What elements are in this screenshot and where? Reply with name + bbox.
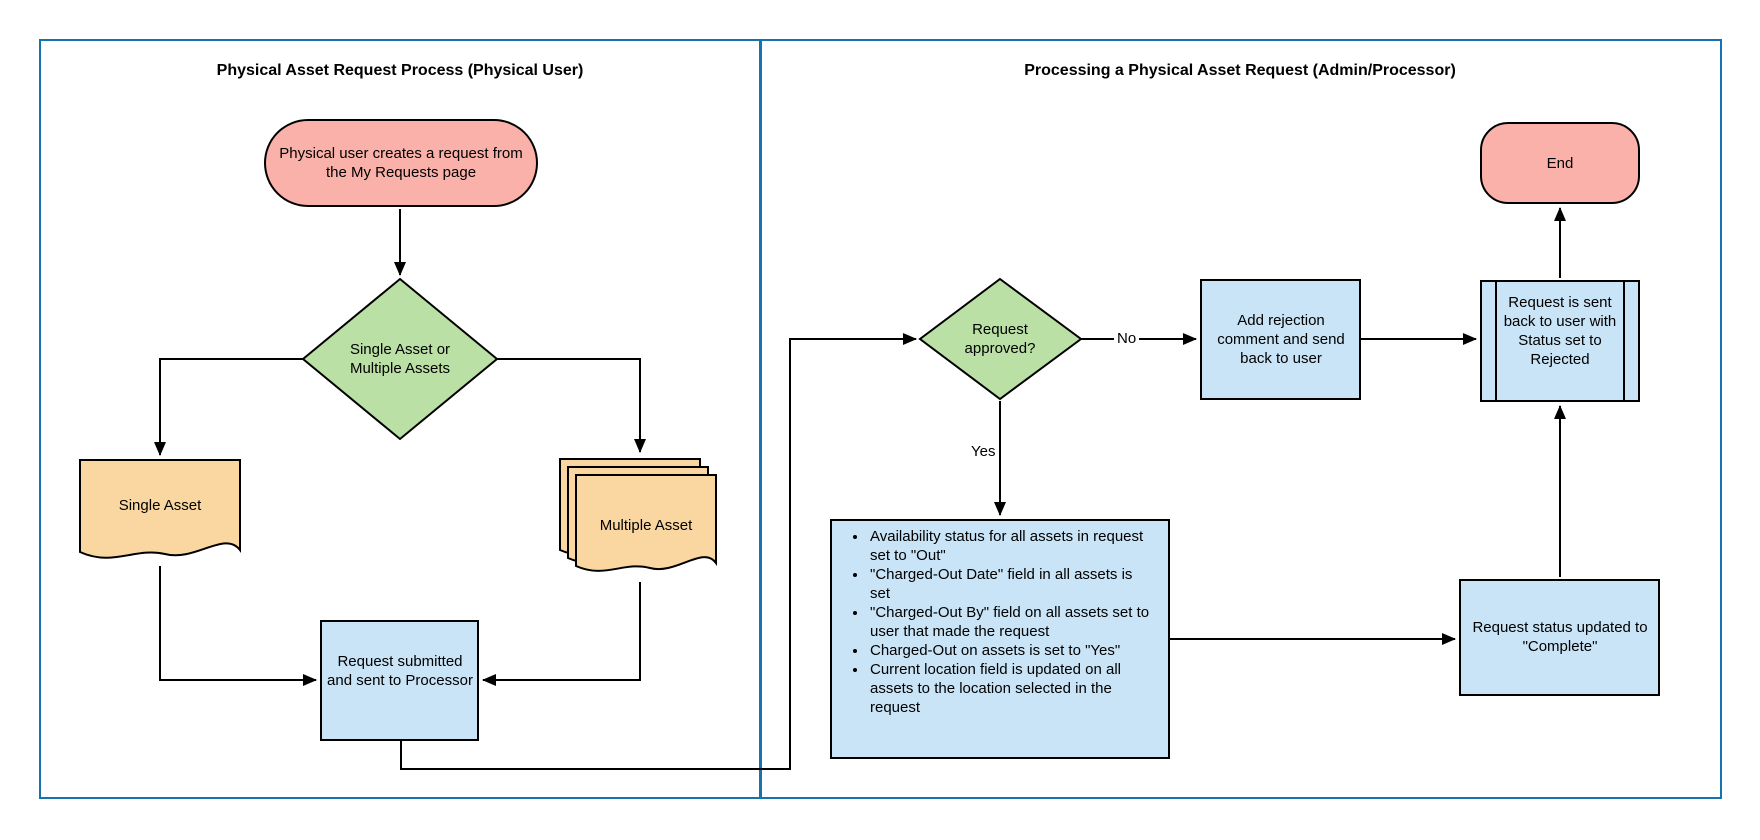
decision-single-or-multiple-shape	[301, 277, 499, 441]
connector-multiple-to-submitted	[482, 582, 641, 686]
end-terminator	[1480, 122, 1640, 204]
connector-single-to-submitted	[159, 566, 317, 686]
predefined-process-sent-back	[1480, 280, 1640, 402]
swimlane-divider	[759, 39, 762, 799]
approved-action-item: Current location field is updated on all…	[868, 660, 1156, 717]
lane-title-admin-processor: Processing a Physical Asset Request (Adm…	[1024, 62, 1456, 79]
predefined-right-bar	[1623, 282, 1625, 400]
connector-decision-to-single	[154, 358, 303, 456]
connector-submitted-to-approved	[400, 333, 917, 770]
process-add-rejection	[1200, 279, 1361, 400]
add-rejection-label: Add rejection comment and send back to u…	[1217, 312, 1345, 367]
lane-title-physical-user: Physical Asset Request Process (Physical…	[216, 62, 584, 79]
document-single-asset-shape	[79, 459, 241, 559]
single-asset-label: Single Asset	[118, 497, 202, 514]
multiple-asset-label: Multiple Asset	[599, 517, 693, 534]
approved-action-item: "Charged-Out Date" field in all assets i…	[868, 565, 1156, 603]
decision-request-approved-shape	[918, 277, 1083, 401]
start-terminator	[264, 119, 538, 207]
start-label: Physical user creates a request from the…	[279, 145, 523, 181]
approved-action-item: "Charged-Out By" field on all assets set…	[868, 603, 1156, 641]
status-complete-label: Request status updated to "Complete"	[1472, 619, 1648, 655]
swimlane-outer-border	[39, 39, 1722, 799]
process-request-submitted	[320, 620, 479, 741]
decision-request-approved-label: Request approved?	[964, 321, 1036, 357]
decision-single-or-multiple-label: Single Asset or Multiple Assets	[349, 341, 451, 377]
end-label: End	[1546, 155, 1574, 172]
approved-action-item: Availability status for all assets in re…	[868, 527, 1156, 565]
sent-back-label: Request is sent back to user with Status…	[1503, 294, 1617, 368]
connector-decision-to-multiple	[497, 358, 646, 453]
edge-label-no: No	[1114, 330, 1140, 347]
process-approved-actions	[830, 519, 1170, 759]
edge-label-yes: Yes	[968, 443, 999, 460]
approved-action-item: Charged-Out on assets is set to "Yes"	[868, 641, 1156, 660]
predefined-left-bar	[1495, 282, 1497, 400]
process-status-complete	[1459, 579, 1660, 696]
approved-actions-list: Availability status for all assets in re…	[836, 527, 1156, 717]
request-submitted-label: Request submitted and sent to Processor	[327, 653, 473, 689]
multi-document-multiple-asset-shape	[559, 458, 717, 572]
